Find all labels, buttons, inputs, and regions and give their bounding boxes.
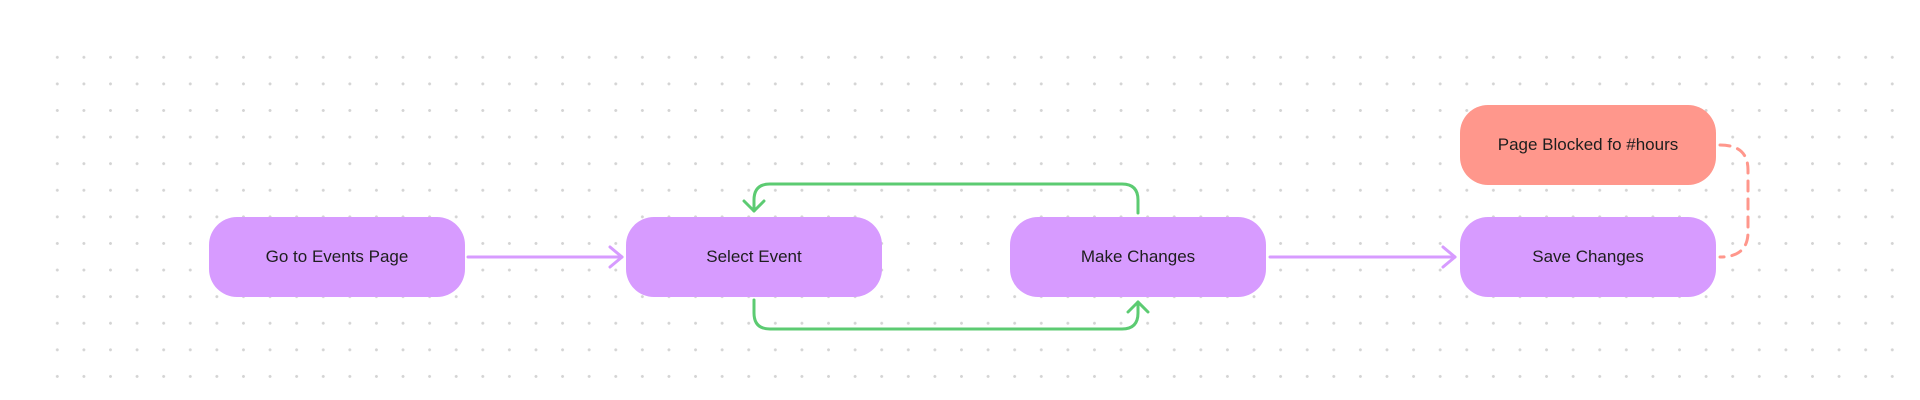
node-page-blocked[interactable]: Page Blocked fo #hours <box>1460 105 1716 185</box>
edge-page-blocked-to-save-changes[interactable] <box>1718 143 1750 259</box>
edge-go-events-to-select-event[interactable] <box>466 245 624 269</box>
node-label: Make Changes <box>1080 247 1196 266</box>
node-save-changes[interactable]: Save Changes <box>1460 217 1716 297</box>
edge-make-changes-to-select-event[interactable] <box>742 182 1140 215</box>
node-label: Select Event <box>706 247 802 266</box>
node-go-to-events-page[interactable]: Go to Events Page <box>209 217 465 297</box>
node-label: Page Blocked fo #hours <box>1497 135 1679 154</box>
node-label: Save Changes <box>1532 247 1644 266</box>
edge-make-changes-to-save-changes[interactable] <box>1268 245 1457 269</box>
dot-grid-background <box>44 44 1900 380</box>
edge-select-event-to-make-changes[interactable] <box>752 298 1150 331</box>
node-label: Go to Events Page <box>265 247 409 266</box>
node-select-event[interactable]: Select Event <box>626 217 882 297</box>
node-make-changes[interactable]: Make Changes <box>1010 217 1266 297</box>
